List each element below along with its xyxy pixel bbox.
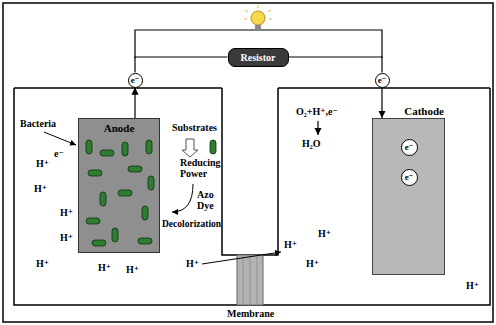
text-label: H⁺ xyxy=(36,158,49,169)
substrate-arrow xyxy=(182,139,198,157)
vessel-wall xyxy=(14,88,490,305)
light-bulb xyxy=(244,5,272,30)
text-label: Membrane xyxy=(227,308,274,319)
text-label: Bacteria xyxy=(20,118,56,129)
node-label: Cathode xyxy=(404,105,444,117)
text-label: H⁺ xyxy=(60,232,73,243)
bacterium xyxy=(88,170,102,176)
electron-label: e⁻ xyxy=(405,143,414,152)
bacterium xyxy=(118,190,132,196)
electron-label: e⁻ xyxy=(405,173,414,182)
text-label: H⁺ xyxy=(306,258,319,269)
text-label: H⁺ xyxy=(98,262,111,273)
text-label: H⁺ xyxy=(36,258,49,269)
text-label: H₂O xyxy=(302,138,321,149)
anode-body xyxy=(78,118,160,253)
anode-electrode: Anode xyxy=(78,118,160,253)
cathode-electrode: Cathodee⁻e⁻ xyxy=(372,118,445,275)
bacterium xyxy=(146,140,152,154)
electron-circle: e⁻ xyxy=(401,169,418,186)
text-label: e⁻ xyxy=(54,148,64,159)
text-label: H⁺ xyxy=(34,183,47,194)
circuit-wire xyxy=(381,88,382,119)
text-label: H⁺ xyxy=(60,207,73,218)
bacterium xyxy=(128,166,142,172)
circuit-wire xyxy=(134,88,135,119)
electron-circle: e⁻ xyxy=(401,139,418,156)
oxygen-arrow xyxy=(317,121,318,135)
text-label: H⁺ xyxy=(126,264,139,275)
bacterium xyxy=(100,192,106,206)
text-label: H⁺ xyxy=(186,258,199,269)
proton-arrow xyxy=(202,252,281,264)
frame xyxy=(3,3,493,322)
bacteria-cells xyxy=(86,140,216,246)
bacterium xyxy=(138,238,152,244)
text-label: Reducing Power xyxy=(180,157,224,179)
text-label: H⁺ xyxy=(466,280,479,291)
text-label: H⁺ xyxy=(318,228,331,239)
text-label: H⁺ xyxy=(284,239,297,250)
bacterium xyxy=(86,140,92,154)
bacterium xyxy=(148,176,154,190)
circuit-wire xyxy=(135,57,228,73)
bacterium xyxy=(210,140,216,154)
electron-circle: e⁻ xyxy=(375,73,390,88)
bacterium xyxy=(142,206,148,220)
circuit-wire xyxy=(289,57,383,73)
text-label: Substrates xyxy=(172,122,217,133)
bacterium xyxy=(86,218,100,224)
node-label: Anode xyxy=(104,122,135,134)
membrane-texture xyxy=(243,256,257,304)
bacterium xyxy=(92,240,106,246)
electron-circle: e⁻ xyxy=(128,73,143,88)
resistor-symbol: Resistor xyxy=(228,48,289,67)
bacterium xyxy=(122,142,128,156)
node-label: Resistor xyxy=(241,52,276,63)
electron-label: e⁻ xyxy=(131,76,140,85)
membrane xyxy=(237,255,263,305)
text-label: Decolorization xyxy=(162,219,221,229)
bacterium xyxy=(100,150,114,156)
text-label: O₂+H⁺,e⁻ xyxy=(296,106,338,117)
electron-label: e⁻ xyxy=(378,76,387,85)
dye-arrow xyxy=(172,184,193,212)
text-label: Azo Dye xyxy=(197,189,221,211)
bacterium xyxy=(112,228,118,242)
bacteria-arrow xyxy=(44,132,76,145)
